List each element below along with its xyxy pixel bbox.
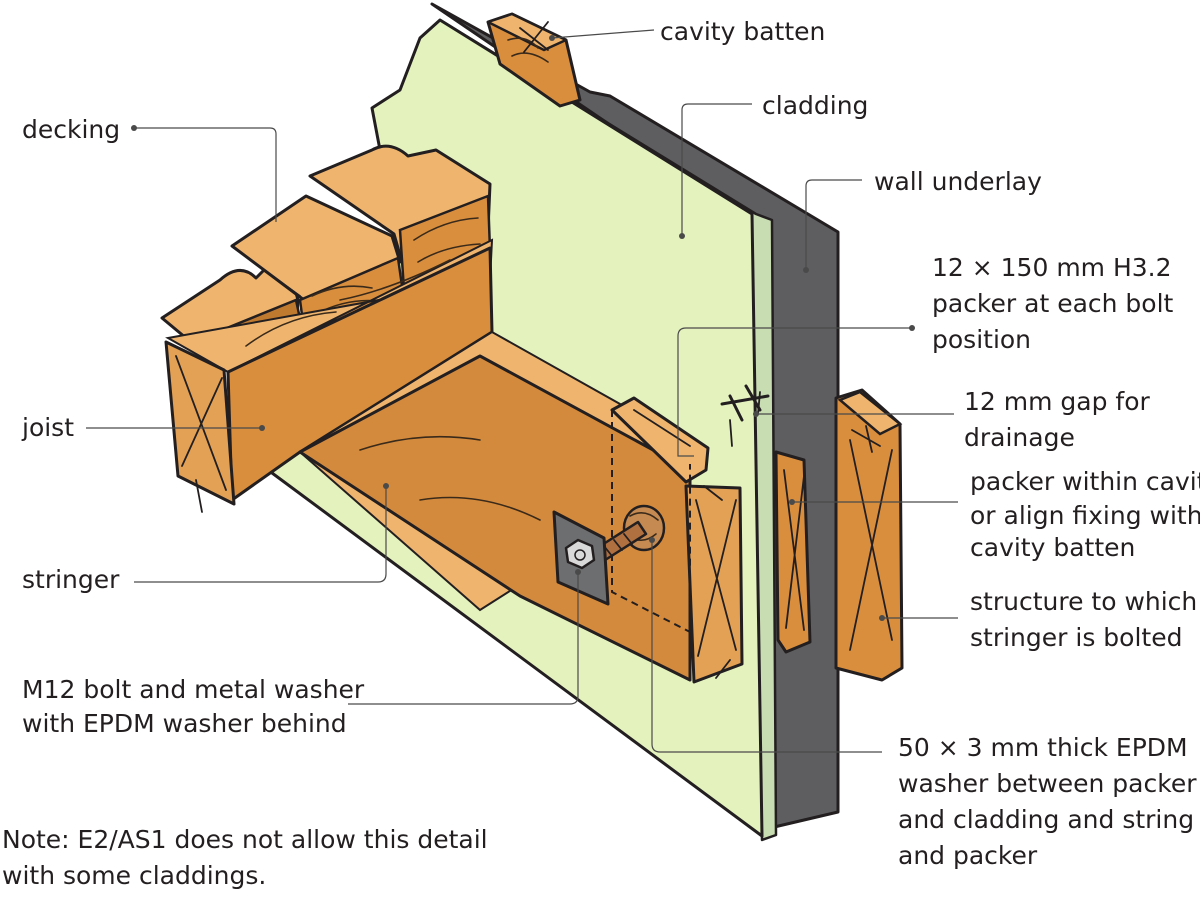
label-cavity-batten-2: cavity batten (970, 533, 1135, 562)
joist (164, 238, 494, 513)
label-gap-drainage: drainage (964, 423, 1075, 452)
label-epdm-cladding: and cladding and string (898, 805, 1194, 834)
label-bolt: M12 bolt and metal washer (22, 675, 365, 704)
stringer (298, 330, 744, 684)
label-align-fixing: or align fixing with (970, 501, 1200, 530)
label-joist: joist (21, 413, 74, 442)
label-decking: decking (22, 115, 120, 144)
leader-lines (86, 29, 958, 753)
note-line-2: with some claddings. (2, 861, 266, 890)
label-stringer: stringer (22, 565, 120, 594)
label-packer-position: position (932, 325, 1031, 354)
label-gap: 12 mm gap for (964, 387, 1151, 416)
label-bolt-epdm: with EPDM washer behind (22, 709, 347, 738)
label-wall-underlay: wall underlay (874, 167, 1042, 196)
label-cladding: cladding (762, 91, 868, 120)
label-cavity-batten: cavity batten (660, 17, 825, 46)
packer-at-bolt (610, 396, 710, 634)
label-structure: structure to which (970, 587, 1197, 616)
cavity-batten (486, 12, 582, 108)
label-structure-bolted: stringer is bolted (970, 623, 1182, 652)
packer-within-cavity (774, 450, 812, 654)
label-packer-bolt: packer at each bolt (932, 289, 1174, 318)
structure-timber (834, 388, 904, 682)
label-packer-size: 12 × 150 mm H3.2 (932, 253, 1172, 282)
bolt-assembly (552, 504, 666, 606)
label-epdm-between: washer between packer (898, 769, 1197, 798)
label-epdm-size: 50 × 3 mm thick EPDM (898, 733, 1188, 762)
label-within-cavity: packer within cavity (970, 467, 1200, 496)
cladding-fixing (720, 384, 770, 447)
note-line-1: Note: E2/AS1 does not allow this detail (2, 825, 488, 854)
label-epdm-packer: and packer (898, 841, 1038, 870)
